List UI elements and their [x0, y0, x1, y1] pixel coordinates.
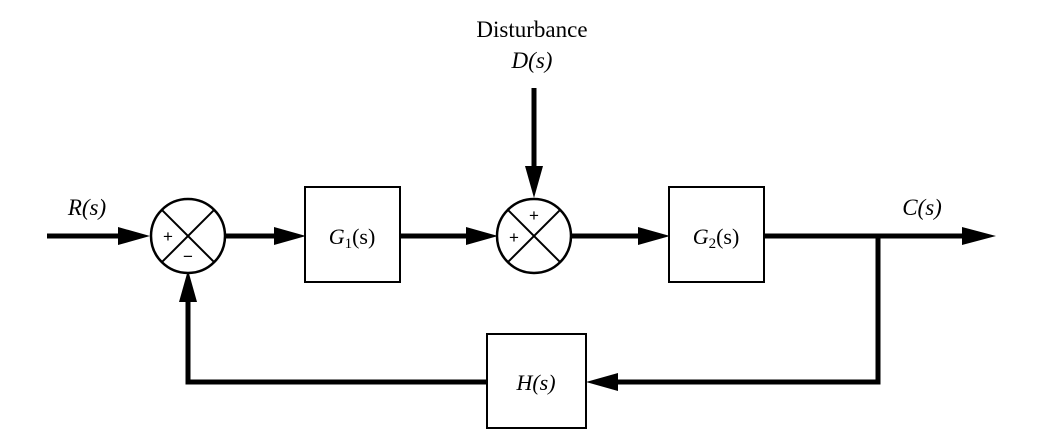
h-input-arrowhead — [586, 373, 618, 391]
output-signal-label: C(s) — [902, 195, 942, 220]
block-g1: G1(s) — [304, 186, 401, 283]
wires — [47, 88, 968, 385]
disturbance-signal-label: D(s) — [511, 48, 553, 73]
g1-input-arrowhead — [274, 227, 306, 245]
sj2-left-plus-sign: + — [509, 228, 519, 247]
g2-input-arrowhead — [638, 227, 670, 245]
disturbance-title: Disturbance — [476, 17, 587, 42]
block-h: H(s) — [486, 333, 587, 429]
summing-junction-2: + + — [495, 197, 573, 275]
sj1-plus-sign: + — [163, 227, 173, 246]
block-g2: G2(s) — [668, 186, 765, 283]
feedback-pickoff-wire — [612, 236, 881, 385]
disturbance-arrowhead — [525, 166, 543, 198]
g1-argument: (s) — [352, 224, 375, 249]
feedback-arrowhead — [179, 270, 197, 302]
h-label: H(s) — [515, 370, 555, 395]
input-arrowhead — [118, 227, 150, 245]
g2-subscript: 2 — [709, 236, 717, 252]
sj2-top-plus-sign: + — [529, 206, 539, 225]
sj1-minus-sign: − — [183, 247, 193, 266]
g1-name: G — [329, 224, 345, 249]
summing-junction-1: + − — [149, 197, 227, 275]
input-signal-label: R(s) — [67, 195, 106, 220]
g1-subscript: 1 — [345, 236, 353, 252]
svg-text:G1(s): G1(s) — [329, 224, 376, 252]
sj2-input-arrowhead — [466, 227, 498, 245]
g2-argument: (s) — [716, 224, 739, 249]
output-arrowhead — [962, 227, 996, 245]
feedback-return-wire — [185, 296, 486, 385]
arrowheads — [118, 166, 996, 391]
g2-name: G — [693, 224, 709, 249]
svg-text:G2(s): G2(s) — [693, 224, 740, 252]
